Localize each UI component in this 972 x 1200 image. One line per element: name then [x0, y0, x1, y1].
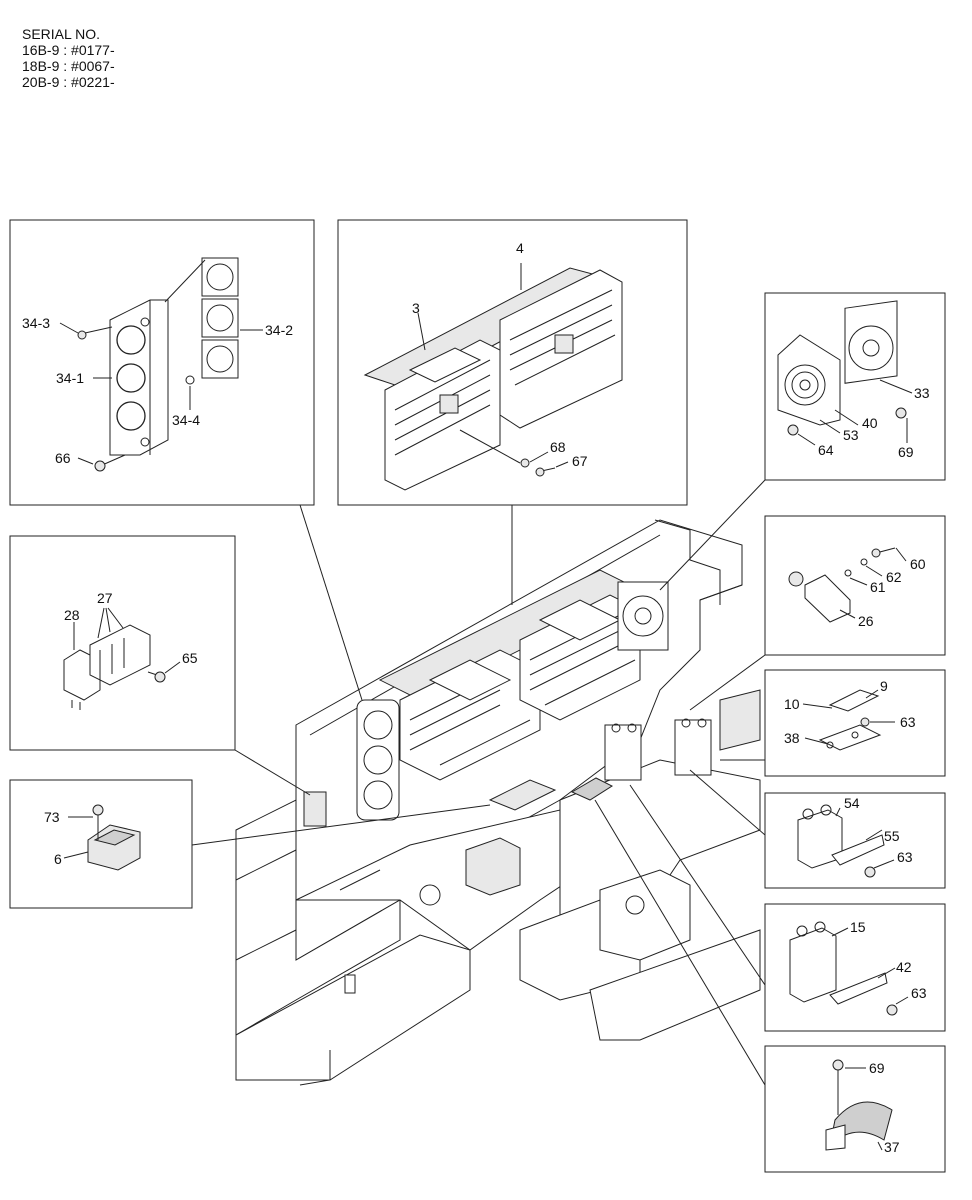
callout-37: 37 — [884, 1139, 900, 1155]
callout-6: 6 — [54, 851, 62, 867]
callout-73: 73 — [44, 809, 60, 825]
callout-66: 66 — [55, 450, 71, 466]
callout-3: 3 — [412, 300, 420, 316]
callout-28: 28 — [64, 607, 80, 623]
callout-63a: 63 — [900, 714, 916, 730]
callout-69b: 69 — [869, 1060, 885, 1076]
controller-assembly-installed — [303, 569, 712, 827]
callout-33: 33 — [914, 385, 930, 401]
callout-68: 68 — [550, 439, 566, 455]
callout-34-3: 34-3 — [22, 315, 50, 331]
box-contactor-54: 54 55 63 — [764, 792, 946, 889]
callout-60: 60 — [910, 556, 926, 572]
box-fan-stack-34: 34-3 34-2 34-1 34-4 66 — [9, 219, 315, 506]
box-controllers-3-4: 4 3 68 67 — [337, 219, 688, 506]
callout-38: 38 — [784, 730, 800, 746]
callout-61: 61 — [870, 579, 886, 595]
serial-number-block: SERIAL NO. 16B-9 : #0177- 18B-9 : #0067-… — [22, 26, 115, 90]
callout-55: 55 — [884, 828, 900, 844]
box-fuse-6: 73 6 — [9, 779, 193, 909]
box-plates-9-10-38: 9 10 63 38 — [764, 669, 946, 777]
callout-54: 54 — [844, 795, 860, 811]
callout-53: 53 — [843, 427, 859, 443]
callout-10: 10 — [784, 696, 800, 712]
serial-line-16b: 16B-9 : #0177- — [22, 42, 115, 58]
callout-15: 15 — [850, 919, 866, 935]
callout-34-2: 34-2 — [265, 322, 293, 338]
box-cover-37: 69 37 — [764, 1045, 946, 1173]
serial-title: SERIAL NO. — [22, 26, 101, 42]
callout-26: 26 — [858, 613, 874, 629]
serial-line-18b: 18B-9 : #0067- — [22, 58, 115, 74]
callout-40: 40 — [862, 415, 878, 431]
callout-34-1: 34-1 — [56, 370, 84, 386]
callout-9: 9 — [880, 678, 888, 694]
box-contactor-15: 15 42 63 — [764, 903, 946, 1032]
serial-line-20b: 20B-9 : #0221- — [22, 74, 115, 90]
callout-42: 42 — [896, 959, 912, 975]
callout-69a: 69 — [898, 444, 914, 460]
callout-62: 62 — [886, 569, 902, 585]
callout-27: 27 — [97, 590, 113, 606]
box-relays-27-28: 27 28 65 — [9, 535, 236, 751]
box-fan-33: 33 40 53 64 69 — [764, 292, 946, 481]
callout-63b: 63 — [897, 849, 913, 865]
box-switch-26: 60 62 61 26 — [764, 515, 946, 656]
callout-34-4: 34-4 — [172, 412, 200, 428]
leader-lines — [191, 479, 766, 1086]
callout-64: 64 — [818, 442, 834, 458]
callout-4: 4 — [516, 240, 524, 256]
callout-67: 67 — [572, 453, 588, 469]
callout-63c: 63 — [911, 985, 927, 1001]
callout-65: 65 — [182, 650, 198, 666]
